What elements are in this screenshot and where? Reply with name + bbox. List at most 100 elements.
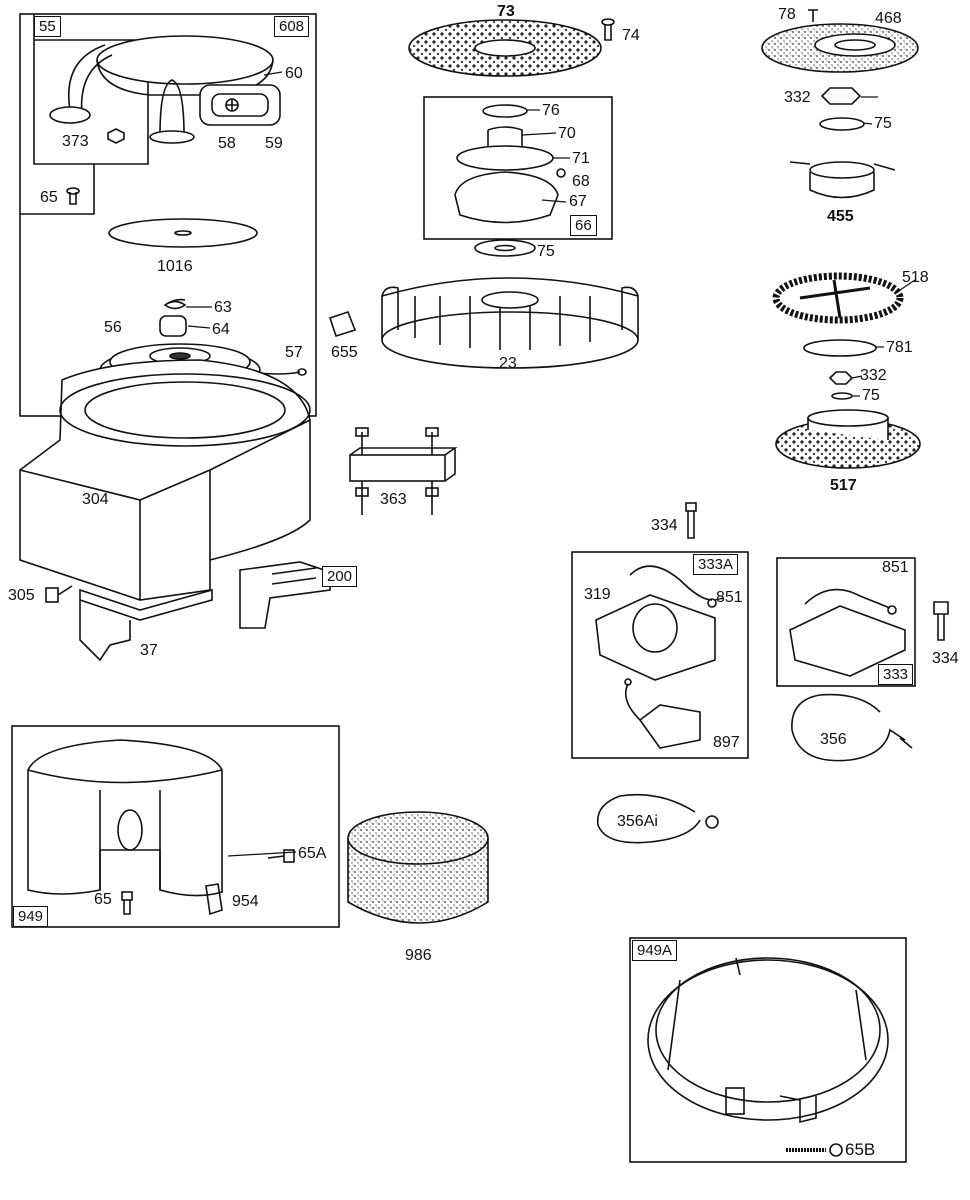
bracket-363-drawing (349, 427, 458, 515)
part-label-65b: 65B (845, 1140, 876, 1159)
part-label-468: 468 (875, 10, 902, 27)
kit-tag-949: 949 (13, 906, 49, 927)
kit-box-949a (629, 937, 907, 1163)
part-label-76: 76 (542, 102, 560, 119)
cover-949-drawing (27, 739, 223, 897)
kit-box-949 (11, 725, 340, 928)
part-label-356: 356 (820, 731, 847, 748)
part-label-455: 455 (827, 208, 854, 225)
part-label-851-right: 851 (882, 559, 909, 576)
kit-tag-55: 55 (34, 16, 61, 37)
clip-655-drawing (328, 311, 357, 337)
part-label-781: 781 (886, 339, 913, 356)
washer-75-top-drawing (819, 117, 865, 131)
kit-tag-333: 333 (878, 664, 914, 685)
nut-373-drawing (107, 128, 125, 144)
part-label-56: 56 (104, 319, 122, 336)
part-label-518: 518 (902, 269, 929, 286)
bolt-305-drawing (45, 585, 73, 603)
part-label-58: 58 (218, 135, 236, 152)
washer-75-lower-drawing (831, 392, 853, 400)
starter-cup-drawing (49, 35, 281, 144)
gasket-781-drawing (803, 339, 877, 357)
part-label-74: 74 (622, 27, 640, 44)
nut-332-lower-drawing (828, 371, 854, 385)
washer-75-drawing (474, 239, 536, 257)
bracket-37-drawing (79, 588, 213, 662)
nut-332-drawing (820, 87, 862, 105)
ball-68-drawing (556, 168, 566, 178)
part-label-332-lower: 332 (860, 367, 887, 384)
part-label-319: 319 (584, 586, 611, 603)
part-label-23: 23 (499, 355, 517, 372)
washer-76-drawing (482, 104, 528, 118)
part-label-332-top: 332 (784, 89, 811, 106)
pulley-64-drawing (159, 315, 187, 337)
screw-65-lower-drawing (121, 891, 133, 915)
screen-468-drawing (761, 9, 919, 73)
part-label-1016: 1016 (157, 258, 193, 275)
part-label-78: 78 (778, 6, 796, 23)
leader-lines (186, 71, 916, 857)
part-label-65: 65 (40, 189, 58, 206)
wire-frame-949a-drawing (647, 957, 889, 1124)
screw-65a-drawing (267, 849, 295, 863)
part-label-655: 655 (331, 344, 358, 361)
part-label-37: 37 (140, 642, 158, 659)
part-label-75-lower: 75 (862, 387, 880, 404)
screen-517-drawing (775, 409, 921, 469)
wire-356ai-drawing (596, 793, 701, 844)
clip-954-drawing (205, 883, 223, 916)
bolt-334-drawing (685, 502, 697, 539)
part-label-60: 60 (285, 65, 303, 82)
kit-tag-949a: 949A (632, 940, 678, 961)
part-label-334-upper: 334 (651, 517, 678, 534)
part-label-986: 986 (405, 947, 432, 964)
kit-tag-333a: 333A (693, 554, 739, 575)
part-label-70: 70 (558, 125, 576, 142)
part-label-373: 373 (62, 133, 89, 150)
part-label-304: 304 (82, 491, 109, 508)
flywheel-23-drawing (381, 277, 639, 369)
wire-356-drawing (791, 693, 906, 762)
part-label-67: 67 (569, 193, 587, 210)
spring-63-drawing (163, 298, 187, 310)
part-label-65-lower: 65 (94, 891, 112, 908)
screw-74-drawing (601, 18, 615, 41)
part-label-71: 71 (572, 150, 590, 167)
kit-box-333a (571, 551, 749, 759)
part-label-334-right: 334 (932, 650, 959, 667)
housing-67-drawing (454, 171, 559, 224)
part-label-64: 64 (212, 321, 230, 338)
part-label-59: 59 (265, 135, 283, 152)
part-label-517: 517 (830, 477, 857, 494)
module-333-drawing (789, 588, 906, 677)
part-label-305: 305 (8, 587, 35, 604)
part-label-897: 897 (713, 734, 740, 751)
screw-65-drawing (66, 187, 80, 205)
part-label-75-top: 75 (874, 115, 892, 132)
part-label-75-mid: 75 (537, 243, 555, 260)
plate-1016-drawing (108, 218, 258, 248)
screen-518-drawing (772, 272, 904, 324)
part-label-363: 363 (380, 491, 407, 508)
part-label-68: 68 (572, 173, 590, 190)
bolt-334-right-drawing (933, 601, 949, 641)
blower-housing-304-drawing (19, 359, 311, 601)
part-label-57: 57 (285, 344, 303, 361)
part-label-356ai: 356Ai (617, 813, 658, 830)
part-label-73: 73 (497, 3, 515, 20)
plate-71-drawing (456, 145, 554, 171)
cup-455-drawing (789, 161, 896, 199)
kit-tag-66: 66 (570, 215, 597, 236)
kit-tag-608: 608 (274, 16, 310, 37)
module-319-drawing (595, 565, 717, 681)
part-label-63: 63 (214, 299, 232, 316)
foam-986-drawing (347, 811, 489, 924)
switch-897-drawing (624, 678, 701, 749)
kit-box-333 (776, 557, 916, 687)
part-label-65a: 65A (298, 845, 327, 862)
kit-box-66 (423, 96, 613, 240)
part-tag-200: 200 (322, 566, 358, 587)
